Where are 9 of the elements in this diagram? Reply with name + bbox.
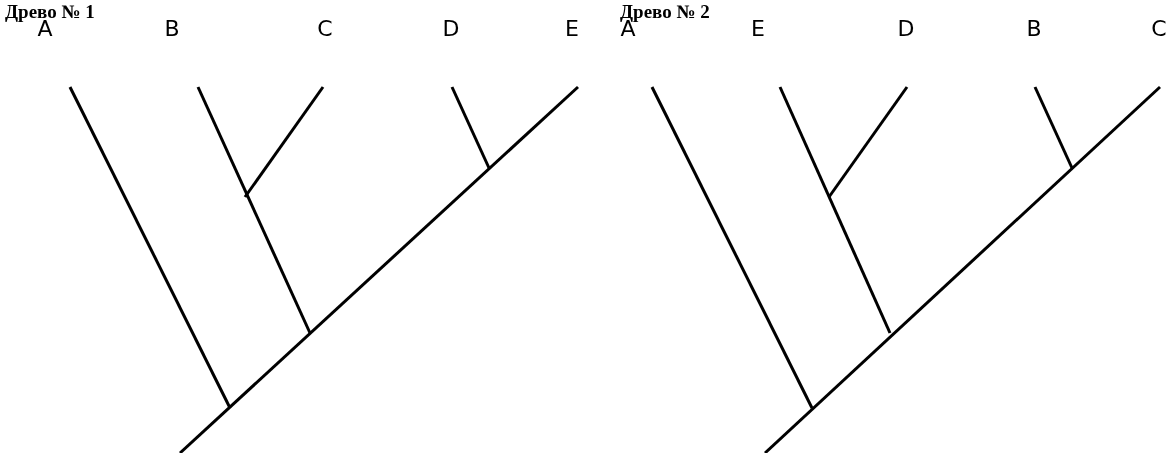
taxon-label: C	[1151, 16, 1167, 42]
taxon-label: B	[1026, 16, 1042, 42]
tree-title: Древо № 1	[5, 1, 95, 22]
taxon-label: D	[442, 16, 460, 42]
taxon-label: C	[317, 16, 333, 42]
taxon-label: D	[897, 16, 915, 42]
taxon-label: B	[164, 16, 180, 42]
taxon-label: E	[751, 16, 765, 42]
taxon-label: E	[565, 16, 579, 42]
